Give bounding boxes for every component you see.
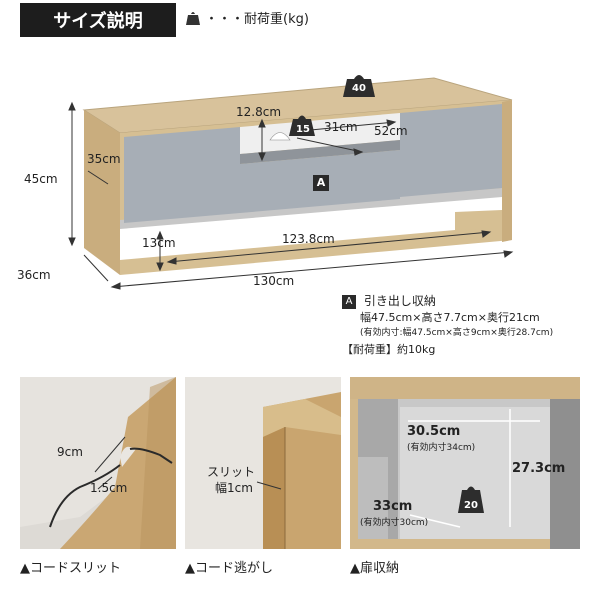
door-width: 30.5cm [407,424,461,439]
shelf-load-value: 15 [296,124,310,135]
drawer-info-load-label: 【耐荷重】 [342,343,397,356]
cord-slit-caption: ▲コードスリット [20,561,121,576]
door-storage-load-icon [458,486,484,513]
drawer-info-load-value: 約10kg [397,343,436,356]
cord-slit-photo: 9cm 1.5cm [20,377,176,549]
cord-escape-label-2: 幅1cm [215,481,253,495]
drawer-info: A 引き出し収納 幅47.5cm×高さ7.7cm×奥行21cm (有効内寸:幅4… [342,292,592,359]
top-load-icon [343,75,375,97]
door-height: 27.3cm [512,461,566,476]
dim-shelf-depth: 31cm [324,120,358,134]
drawer-info-effective: (有効内寸:幅47.5cm×高さ9cm×奥行28.7cm) [360,327,554,338]
cord-slit-length: 9cm [57,445,83,459]
door-depth: 33cm [373,499,413,514]
cord-escape-illustration [185,377,341,549]
cord-slit-width: 1.5cm [90,481,128,495]
door-storage-photo: 30.5cm (有効内寸34cm) 27.3cm 33cm (有効内寸30cm)… [350,377,580,549]
door-storage-illustration [350,377,580,549]
door-depth-effective: (有効内寸30cm) [360,518,429,528]
cord-escape-label-1: スリット [207,465,256,479]
dim-shelf-height: 12.8cm [236,105,282,119]
page-title: サイズ説明 [20,3,176,37]
drawer-letter: A [316,176,326,189]
door-storage-load: 20 [464,500,478,511]
top-load-value: 40 [352,83,366,94]
cord-escape-caption: ▲コード逃がし [185,561,273,576]
shelf-load-icon [289,115,315,136]
cord-slit-illustration [20,377,176,549]
drawer-info-letter: A [342,294,356,309]
drawer-info-size: 幅47.5cm×高さ7.7cm×奥行21cm [360,311,540,324]
dim-width: 130cm [253,274,295,288]
legend-text: ・・・耐荷重(kg) [205,12,309,27]
drawer-marker [313,175,329,191]
door-storage-caption: ▲扉収納 [350,561,399,576]
dim-inner-width: 123.8cm [282,232,335,246]
dim-leg-height: 13cm [142,236,176,250]
dim-inner-depth: 35cm [87,152,121,166]
dim-height: 45cm [24,172,58,186]
cord-escape-photo: スリット 幅1cm [185,377,341,549]
drawer-info-title: 引き出し収納 [363,294,436,308]
door-width-effective: (有効内寸34cm) [407,443,476,453]
dim-shelf-width: 52cm [374,124,408,138]
weight-icon [186,11,200,25]
load-legend: ・・・耐荷重(kg) [185,8,309,27]
dim-depth: 36cm [17,268,51,282]
